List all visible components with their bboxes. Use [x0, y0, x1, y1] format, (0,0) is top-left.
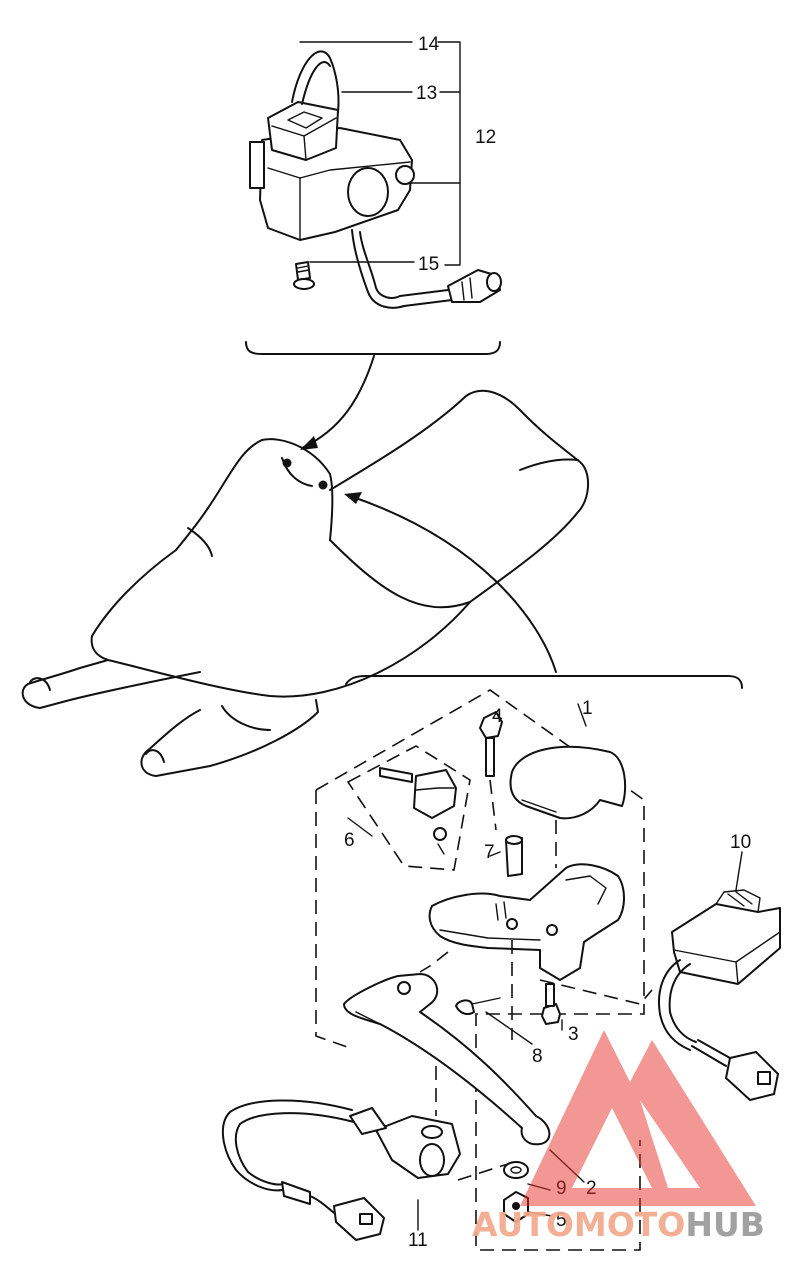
watermark-triangle-mark	[520, 1030, 756, 1206]
callout-4: 4	[492, 706, 503, 727]
upper-leader-lines: 14 13 12 15	[299, 34, 496, 275]
watermark-hub: HUB	[685, 1205, 765, 1244]
callout-3: 3	[568, 1024, 579, 1045]
callout-1: 1	[582, 698, 593, 719]
callout-11: 11	[408, 1230, 428, 1251]
watermark-logo: AUTOMOTOHUB	[472, 1030, 765, 1244]
callout-5: 5	[556, 1210, 567, 1231]
callout-7: 7	[484, 842, 495, 863]
lower-bracket-arrow	[344, 492, 743, 689]
callout-8: 8	[532, 1046, 543, 1067]
callout-13: 13	[416, 83, 437, 104]
callout-12: 12	[475, 127, 496, 148]
snowmobile-outline	[21, 389, 589, 777]
upper-bracket-arrow	[245, 341, 501, 450]
upper-switch-assembly	[249, 50, 502, 309]
watermark-moto: MOTO	[574, 1205, 685, 1244]
callout-6: 6	[344, 830, 355, 851]
callout-14: 14	[418, 34, 440, 55]
lever-assembly-group: 1 4 6 7 10 3 8 9 2 5 11	[221, 689, 781, 1251]
callout-15: 15	[418, 254, 439, 275]
svg-text:AUTOMOTOHUB: AUTOMOTOHUB	[472, 1205, 765, 1244]
callout-10: 10	[730, 832, 751, 853]
watermark-auto: AUTO	[472, 1205, 574, 1244]
